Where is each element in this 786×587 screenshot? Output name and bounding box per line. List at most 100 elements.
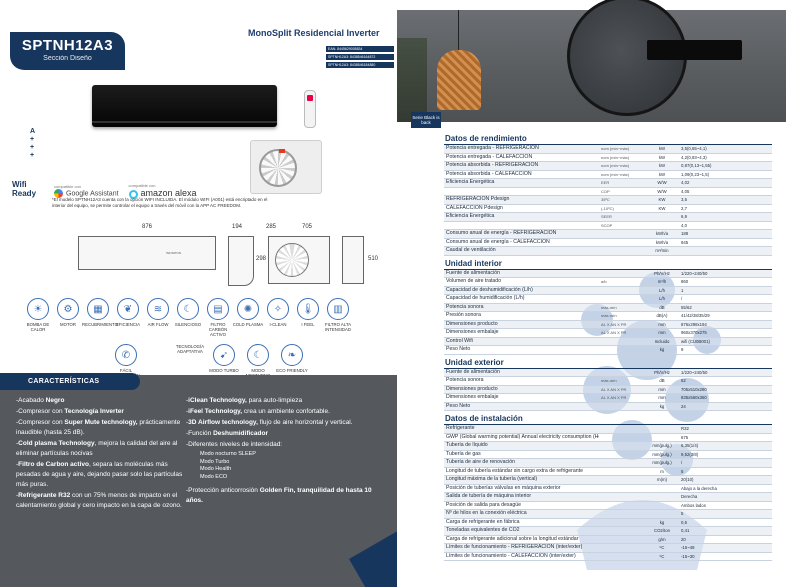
spec-row: Carga de refrigerante adicional sobre la…	[444, 535, 772, 544]
spec-label: Dimensiones embalaje	[444, 393, 599, 403]
spec-value: 6,9	[679, 212, 772, 222]
spec-unit: dB	[645, 376, 679, 386]
spec-value: 675	[679, 433, 772, 442]
spec-condition: nom (mín~máx)	[599, 153, 645, 162]
amazon-alexa-logo: compatible con amazon alexa	[128, 183, 197, 199]
spec-unit: ºC	[645, 543, 679, 553]
spec-value: 20	[679, 535, 772, 544]
spec-label: Tubería de líquido	[444, 441, 599, 451]
spec-unit: kg	[645, 518, 679, 527]
spec-tables: Datos de rendimiento Potencia entregada …	[444, 131, 772, 561]
remote-control-image	[304, 90, 316, 128]
spec-label: Límites de funcionamiento - CALEFACCIÓN …	[444, 552, 599, 561]
leaf-icon: ❦	[117, 298, 139, 320]
spec-value: 41/42/38/35/29	[679, 311, 772, 321]
spec-row: Longitud de tubería estándar sin cargo e…	[444, 467, 772, 476]
spec-unit: L/h	[645, 286, 679, 295]
spec-label: Posición de tuberías válvulas en máquina…	[444, 484, 599, 493]
spec-unit	[645, 212, 679, 222]
spec-label: Consumo anual de energía - REFRIGERACIÓN	[444, 229, 599, 239]
spec-condition: EER	[599, 178, 645, 188]
spec-row: GWP (Global warming potential) Annual el…	[444, 433, 772, 442]
dim-outdoor-width: 705	[302, 224, 313, 230]
feature-airflow: ≋AIR FLOW	[142, 298, 174, 327]
spec-label: Nº de hilos en la conexión eléctrica	[444, 509, 599, 519]
feature-cold-plasma: ✺COLD PLASMA	[232, 298, 264, 327]
spec-label: Potencia entregada - CALEFACCIÓN	[444, 153, 599, 162]
spec-condition	[599, 526, 645, 536]
spec-value: 3,5(0,65~4,1)	[679, 145, 772, 154]
feature-icons-2: ✆FÁCIL INSTALACIÓN TECNOLOGÍA ADAPTATIVA…	[110, 344, 390, 384]
spec-condition	[599, 229, 645, 239]
spec-unit: kW	[645, 153, 679, 162]
spec-unit: KW	[645, 204, 679, 213]
spec-unit: mm	[645, 328, 679, 338]
product-line: MonoSplit Residencial Inverter	[248, 28, 380, 38]
feature-coating: ▦RECUBRIMIENTO	[82, 298, 118, 327]
feature-finish: -Acabado Negro	[16, 397, 65, 404]
feature-dehumidifier: -Función Deshumidificador	[186, 430, 269, 437]
spec-condition	[599, 492, 645, 502]
spec-unit	[645, 221, 679, 230]
lamp-image	[437, 50, 481, 110]
spec-row: Capacidad de humidificación (L/h)L/h/	[444, 294, 772, 304]
room-photo	[397, 0, 786, 122]
spec-label: Límites de funcionamiento - REFRIGERACIÓ…	[444, 543, 599, 553]
spec-condition	[599, 441, 645, 451]
left-page: SPTNH12A3 Sección Diseño MonoSplit Resid…	[0, 28, 397, 587]
model-name: SPTNH12A3	[21, 37, 114, 54]
features-panel	[0, 375, 397, 587]
features-title: CARACTERÍSTICAS	[0, 373, 140, 390]
spec-condition	[599, 345, 645, 355]
indoor-side-sketch	[228, 236, 254, 286]
spec-label: Dimensiones producto	[444, 385, 599, 394]
spec-condition	[599, 246, 645, 256]
spec-value: R32	[679, 425, 772, 434]
spec-unit: W/W	[645, 178, 679, 188]
spec-unit: m(m)	[645, 475, 679, 485]
section-label: Sección Diseño	[43, 55, 92, 62]
feature-turbo: ➹MODO TURBO	[208, 344, 240, 373]
spec-value: 5	[679, 509, 772, 519]
spec-value: 9,52(3/8)	[679, 450, 772, 459]
spec-unit	[645, 492, 679, 502]
spec-value: Abajo a la derecha	[679, 484, 772, 493]
spec-unit: Ph/V/Hz	[645, 368, 679, 377]
spec-label: Fuente de alimentación	[444, 368, 599, 377]
spec-value: /	[679, 294, 772, 304]
spec-unit: kWh/a	[645, 238, 679, 247]
spec-label: Tubería de gas	[444, 450, 599, 459]
spec-unit	[645, 433, 679, 442]
spec-condition	[599, 518, 645, 527]
feature-icons: ☀BOMBA DE CALOR ⚙MOTOR ▦RECUBRIMIENTO ❦E…	[22, 298, 392, 346]
indoor-sketch: INFINITON	[78, 236, 216, 270]
clean-icon: ✧	[267, 298, 289, 320]
spec-value: 4,0	[679, 221, 772, 230]
spec-label: Presión sonora	[444, 311, 599, 321]
spec-value: -15~48	[679, 543, 772, 553]
feature-r32: -Refrigerante R32 con un 75% menos de im…	[16, 492, 182, 509]
spec-unit: m³/h	[645, 277, 679, 287]
spec-value: 4,2(0,93~4,3)	[679, 153, 772, 162]
spec-value: 876x298x194	[679, 320, 772, 329]
spec-condition: 35ºC	[599, 195, 645, 205]
feature-efficiency: ❦EFICIENCIA	[112, 298, 144, 327]
spec-label: Potencia absorbida - REFRIGERACIÓN	[444, 161, 599, 171]
outdoor-sketch	[268, 236, 330, 284]
feature-iclean: ✧I-CLEAN	[262, 298, 294, 327]
spec-label: Potencia absorbida - CALEFACCIÓN	[444, 170, 599, 179]
feature-compressor: -Compresor con Tecnología Inverter	[16, 408, 124, 415]
mode-item: Modo Health	[200, 466, 232, 472]
